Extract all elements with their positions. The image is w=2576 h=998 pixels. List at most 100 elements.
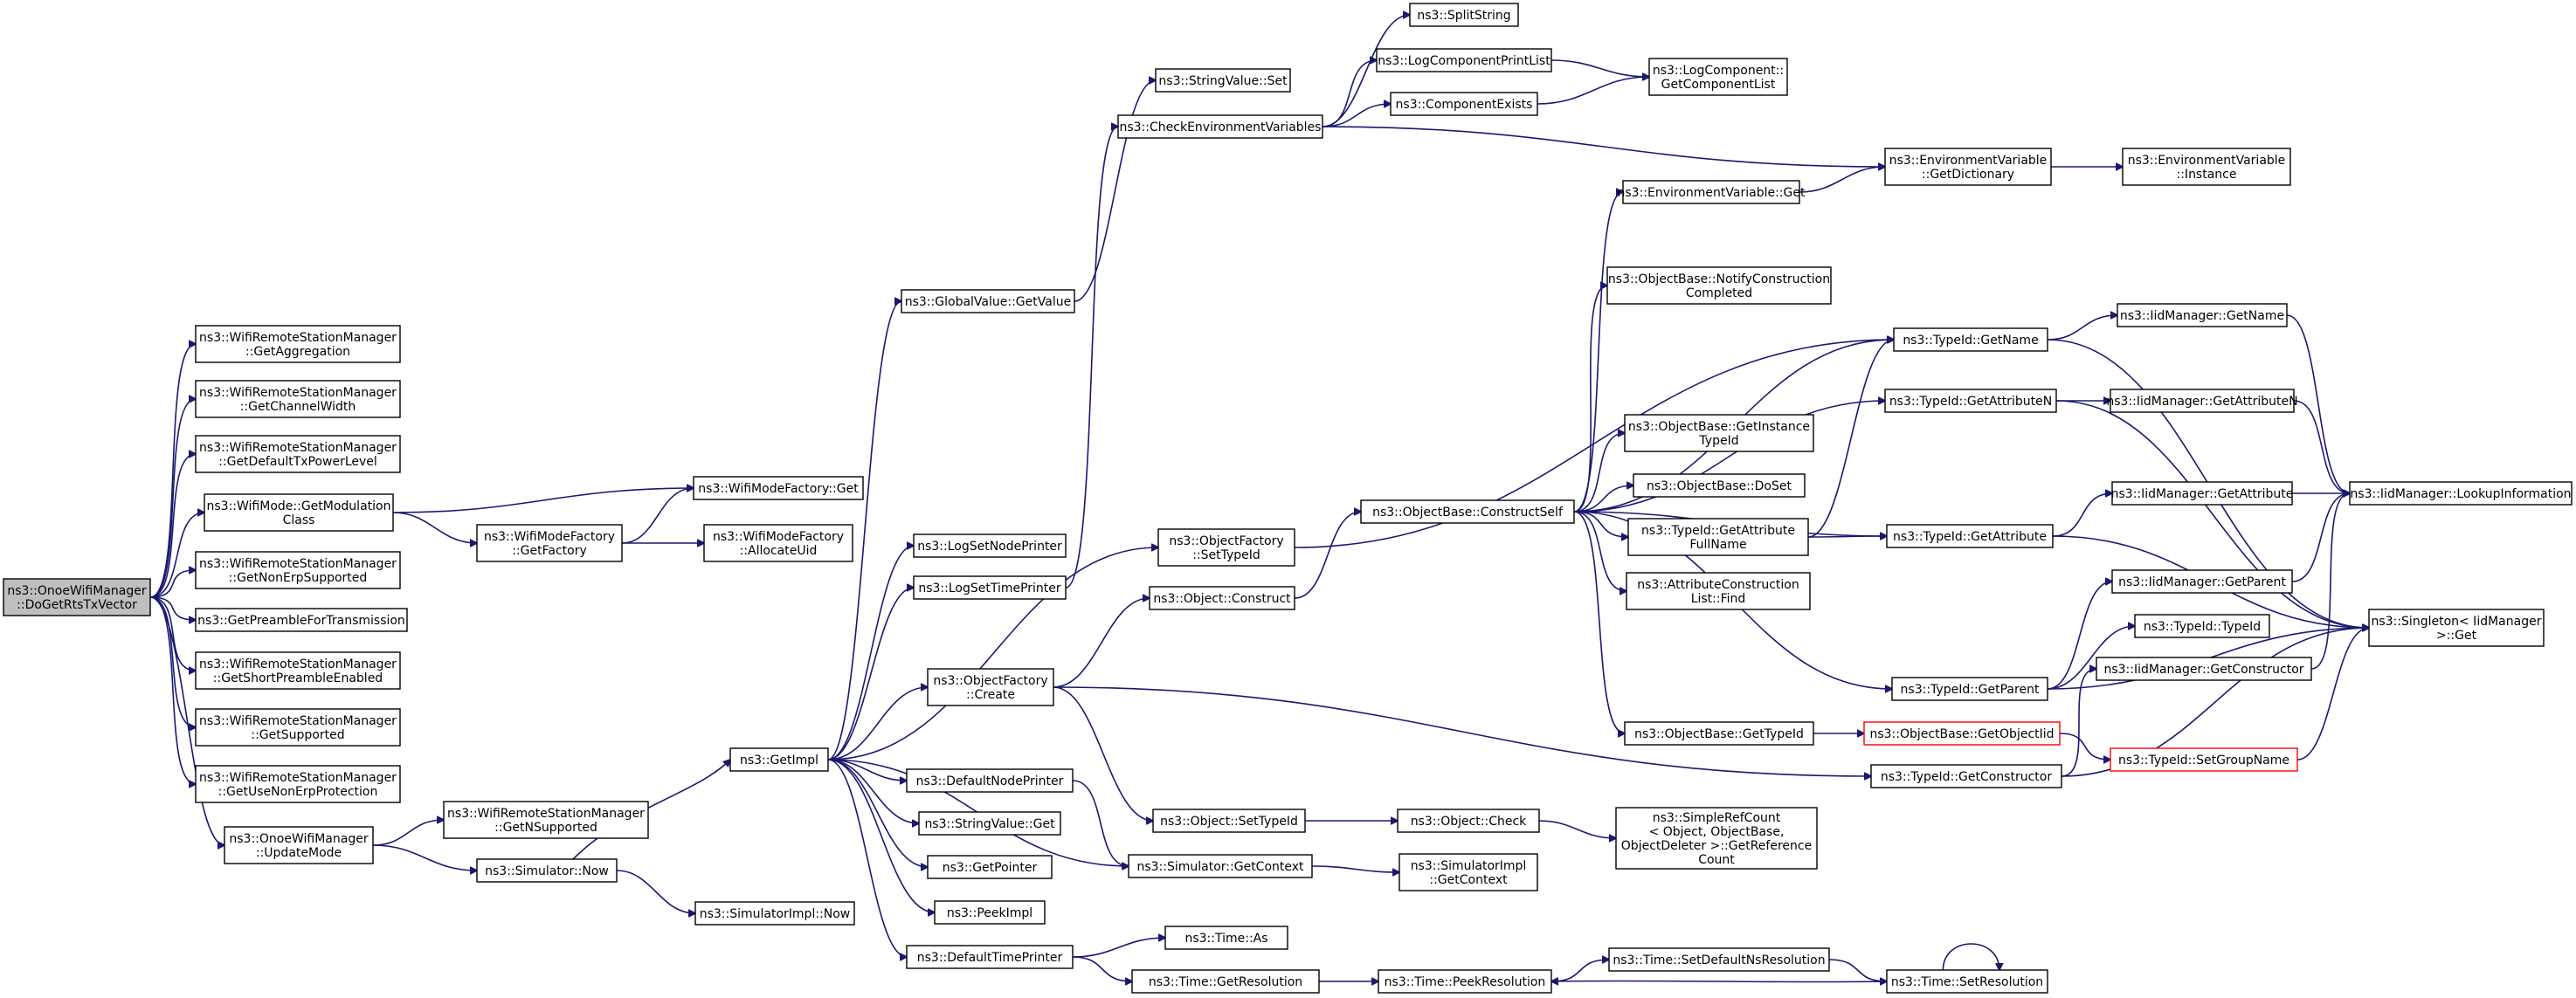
edge-n0-to-n3 — [149, 454, 196, 598]
function-node-n58[interactable]: ns3::TypeId::GetAttribute — [1886, 524, 2054, 548]
function-node-n46[interactable]: ns3::Time::SetDefaultNsResolution — [1608, 947, 1830, 972]
function-node-n22[interactable]: ns3::LogComponentPrintList — [1376, 48, 1552, 72]
function-node-n34[interactable]: ns3::StringValue::Get — [918, 811, 1061, 836]
function-node-n44[interactable]: ns3::Time::GetResolution — [1131, 969, 1320, 994]
node-label-line: ns3::ComponentExists — [1396, 98, 1533, 112]
function-node-n39[interactable]: ns3::Simulator::GetContext — [1128, 854, 1313, 878]
edge-n61-to-n68 — [2286, 314, 2350, 493]
function-node-n5[interactable]: ns3::WifiRemoteStationManager::GetNonErp… — [195, 551, 401, 589]
function-node-n12[interactable]: ns3::WifiModeFactory::GetFactory — [476, 524, 623, 562]
function-node-n38[interactable]: ns3::Object::SetTypeId — [1152, 809, 1306, 833]
node-label-line: ::GetSupported — [251, 728, 344, 742]
function-node-n23[interactable]: ns3::ComponentExists — [1390, 92, 1538, 116]
node-box — [1155, 68, 1291, 93]
function-node-n27[interactable]: ns3::EnvironmentVariable::Get — [1618, 180, 1806, 204]
function-node-n14[interactable]: ns3::WifiRemoteStationManager::GetNSuppo… — [443, 801, 649, 839]
function-node-n18[interactable]: ns3::GlobalValue::GetValue — [901, 289, 1075, 313]
function-node-n60[interactable]: ns3::TypeId::GetConstructor — [1870, 764, 2062, 788]
function-node-n49[interactable]: ns3::ObjectBase::NotifyConstructionCompl… — [1606, 266, 1832, 305]
function-node-n69[interactable]: ns3::Singleton< IidManager>::Get — [2368, 609, 2545, 647]
edge-n4-to-n12 — [392, 512, 477, 543]
function-node-n45[interactable]: ns3::Time::PeekResolution — [1378, 969, 1552, 994]
node-label-line: ::GetContext — [1429, 873, 1508, 887]
function-node-n32[interactable]: ns3::ObjectFactory::Create — [927, 668, 1054, 706]
edge-n17-to-n37 — [827, 759, 907, 957]
function-node-n19[interactable]: ns3::StringValue::Set — [1155, 68, 1291, 93]
function-node-n7[interactable]: ns3::WifiRemoteStationManager::GetShortP… — [195, 651, 401, 690]
function-node-n54[interactable]: ns3::ObjectBase::GetTypeId — [1624, 721, 1814, 746]
edge-n62-to-n68 — [2293, 400, 2350, 493]
function-node-n40[interactable]: ns3::Object::Check — [1397, 809, 1540, 833]
node-label-line: ns3::SplitString — [1417, 9, 1510, 23]
function-node-n55[interactable]: ns3::ObjectBase::GetObjectIid — [1863, 721, 2061, 746]
function-node-n36[interactable]: ns3::PeekImpl — [934, 900, 1046, 925]
function-node-n17[interactable]: ns3::GetImpl — [729, 747, 829, 772]
function-node-n6[interactable]: ns3::GetPreambleForTransmission — [195, 608, 408, 632]
node-box — [693, 476, 864, 500]
function-node-n24[interactable]: ns3::LogComponent::GetComponentList — [1648, 58, 1788, 96]
function-node-n25[interactable]: ns3::EnvironmentVariable::GetDictionary — [1884, 148, 2052, 186]
function-node-n66[interactable]: ns3::IidManager::GetConstructor — [2096, 657, 2312, 681]
node-label-line: ns3::ObjectBase::ConstructSelf — [1372, 506, 1564, 520]
node-box — [195, 708, 401, 747]
edge-n48-to-n52 — [1573, 511, 1628, 537]
edge-n60-to-n66 — [2061, 669, 2096, 777]
node-label-line: ns3::ObjectFactory — [933, 674, 1047, 688]
node-label-line: ns3::ObjectBase::NotifyConstruction — [1608, 272, 1830, 286]
edge-n10-to-n15 — [372, 844, 477, 871]
function-node-n26[interactable]: ns3::EnvironmentVariable::Instance — [2122, 148, 2291, 186]
node-box — [2134, 614, 2270, 638]
function-node-n64[interactable]: ns3::IidManager::GetParent — [2111, 569, 2293, 594]
function-node-n31[interactable]: ns3::Object::Construct — [1149, 586, 1295, 610]
function-node-n3[interactable]: ns3::WifiRemoteStationManager::GetDefaul… — [195, 435, 401, 473]
function-node-n42[interactable]: ns3::SimpleRefCount< Object, ObjectBase,… — [1615, 807, 1818, 870]
node-box — [927, 855, 1053, 879]
function-node-n43[interactable]: ns3::Time::As — [1164, 926, 1288, 950]
function-node-n11[interactable]: ns3::WifiModeFactory::Get — [693, 476, 864, 500]
edge-n27-to-n25 — [1799, 167, 1885, 193]
node-box — [2096, 657, 2312, 681]
function-node-n68[interactable]: ns3::IidManager::LookupInformation — [2349, 481, 2573, 506]
function-node-n35[interactable]: ns3::GetPointer — [927, 855, 1053, 879]
function-node-n16[interactable]: ns3::SimulatorImpl::Now — [694, 901, 855, 926]
function-node-n8[interactable]: ns3::WifiRemoteStationManager::GetSuppor… — [195, 708, 401, 747]
function-node-n1[interactable]: ns3::WifiRemoteStationManager::GetAggreg… — [195, 325, 401, 363]
function-node-n10[interactable]: ns3::OnoeWifiManager::UpdateMode — [224, 826, 374, 864]
node-label-line: ns3::TypeId::SetGroupName — [2118, 754, 2289, 767]
function-node-n57[interactable]: ns3::TypeId::GetAttributeN — [1884, 389, 2057, 413]
function-node-n56[interactable]: ns3::TypeId::GetName — [1893, 327, 2048, 352]
function-node-n37[interactable]: ns3::DefaultTimePrinter — [906, 945, 1074, 969]
function-node-n65[interactable]: ns3::TypeId::TypeId — [2134, 614, 2270, 638]
function-node-n15[interactable]: ns3::Simulator::Now — [476, 858, 618, 883]
function-node-n62[interactable]: ns3::IidManager::GetAttributeN — [2106, 389, 2298, 413]
node-box — [1409, 3, 1519, 27]
function-node-n29[interactable]: ns3::LogSetTimePrinter — [913, 575, 1067, 600]
node-label-line: ::GetShortPreambleEnabled — [213, 671, 383, 685]
function-node-n48[interactable]: ns3::ObjectBase::ConstructSelf — [1360, 499, 1575, 524]
edge-n45-to-n46 — [1550, 960, 1609, 982]
function-node-n21[interactable]: ns3::SplitString — [1409, 3, 1519, 27]
function-node-n9[interactable]: ns3::WifiRemoteStationManager::GetUseNon… — [195, 765, 401, 803]
function-node-n0[interactable]: ns3::OnoeWifiManager::DoGetRtsTxVector — [3, 578, 151, 616]
function-node-n28[interactable]: ns3::LogSetNodePrinter — [913, 533, 1067, 558]
function-node-n30[interactable]: ns3::ObjectFactory::SetTypeId — [1157, 528, 1295, 567]
function-node-n61[interactable]: ns3::IidManager::GetName — [2117, 303, 2288, 327]
node-label-line: ns3::GlobalValue::GetValue — [905, 295, 1071, 309]
function-node-n63[interactable]: ns3::IidManager::GetAttribute — [2111, 481, 2294, 506]
function-node-n47[interactable]: ns3::Time::SetResolution — [1886, 969, 2048, 994]
edge-n0-to-n4 — [149, 513, 204, 598]
node-label-line: ns3::ObjectBase::DoSet — [1647, 479, 1792, 493]
function-node-n41[interactable]: ns3::SimulatorImpl::GetContext — [1398, 853, 1538, 891]
function-node-n20[interactable]: ns3::CheckEnvironmentVariables — [1117, 114, 1323, 139]
function-node-n2[interactable]: ns3::WifiRemoteStationManager::GetChanne… — [195, 380, 401, 418]
function-node-n59[interactable]: ns3::TypeId::GetParent — [1891, 677, 2048, 701]
function-node-n67[interactable]: ns3::TypeId::SetGroupName — [2110, 747, 2298, 772]
function-node-n33[interactable]: ns3::DefaultNodePrinter — [906, 768, 1074, 793]
function-node-n13[interactable]: ns3::WifiModeFactory::AllocateUid — [703, 524, 853, 562]
function-node-n51[interactable]: ns3::ObjectBase::DoSet — [1633, 473, 1806, 498]
